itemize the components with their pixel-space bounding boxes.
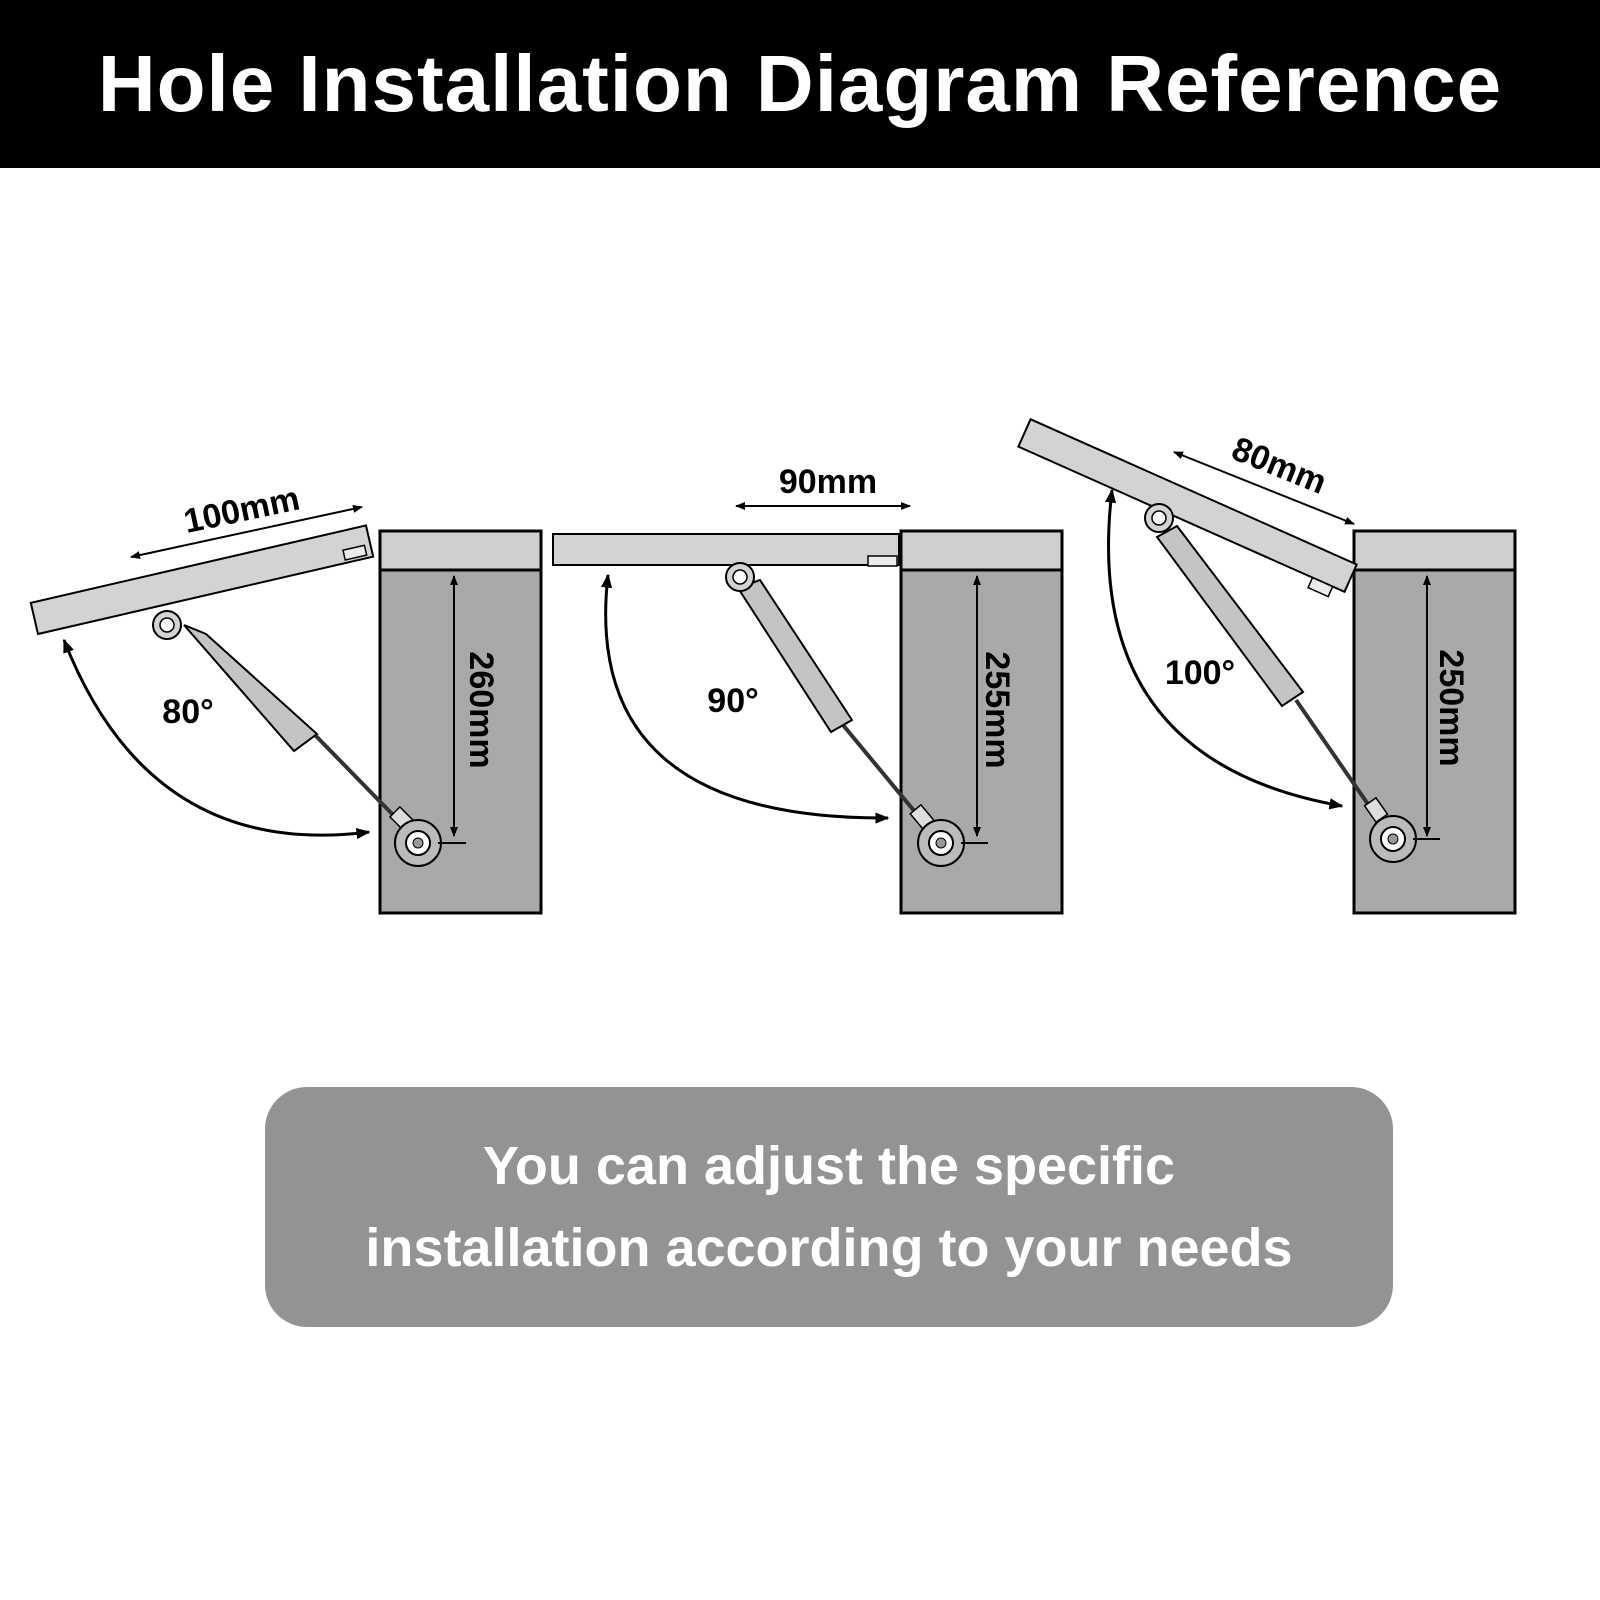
cabinet-top xyxy=(899,529,1064,572)
mount-bracket xyxy=(394,819,466,867)
installation-diagrams: 80° 260mm 100mm 90° 255mm 90mm xyxy=(29,417,1517,915)
diagram-80-degree: 80° 260mm 100mm xyxy=(29,479,543,915)
mount-bracket xyxy=(1369,815,1440,863)
angle-arc xyxy=(1104,488,1344,810)
depth-label: 255mm xyxy=(978,651,1016,768)
offset-label: 100mm xyxy=(180,479,303,541)
offset-label: 80mm xyxy=(1226,430,1331,502)
angle-arc xyxy=(62,638,371,840)
angle-label: 100° xyxy=(1165,654,1235,692)
mount-bracket xyxy=(917,819,988,867)
lid-panel xyxy=(552,533,900,567)
depth-label: 260mm xyxy=(462,651,500,768)
header-bar: Hole Installation Diagram Reference xyxy=(0,0,1600,168)
angle-arc xyxy=(601,573,890,824)
cabinet-top xyxy=(1352,529,1517,572)
note-line-2: installation according to your needs xyxy=(365,1218,1293,1278)
cabinet-top xyxy=(378,529,543,572)
note-line-1: You can adjust the specific xyxy=(482,1136,1176,1196)
diagram-100-degree: 100° 250mm 80mm xyxy=(1017,417,1517,915)
offset-label: 90mm xyxy=(779,463,877,501)
page-title: Hole Installation Diagram Reference xyxy=(97,39,1503,128)
angle-label: 90° xyxy=(707,682,758,720)
angle-label: 80° xyxy=(162,693,213,731)
diagram-90-degree: 90° 255mm 90mm xyxy=(552,463,1064,915)
adjust-note: You can adjust the specific installation… xyxy=(265,1087,1393,1327)
depth-label: 250mm xyxy=(1432,649,1470,766)
offset-arrow xyxy=(130,504,363,560)
